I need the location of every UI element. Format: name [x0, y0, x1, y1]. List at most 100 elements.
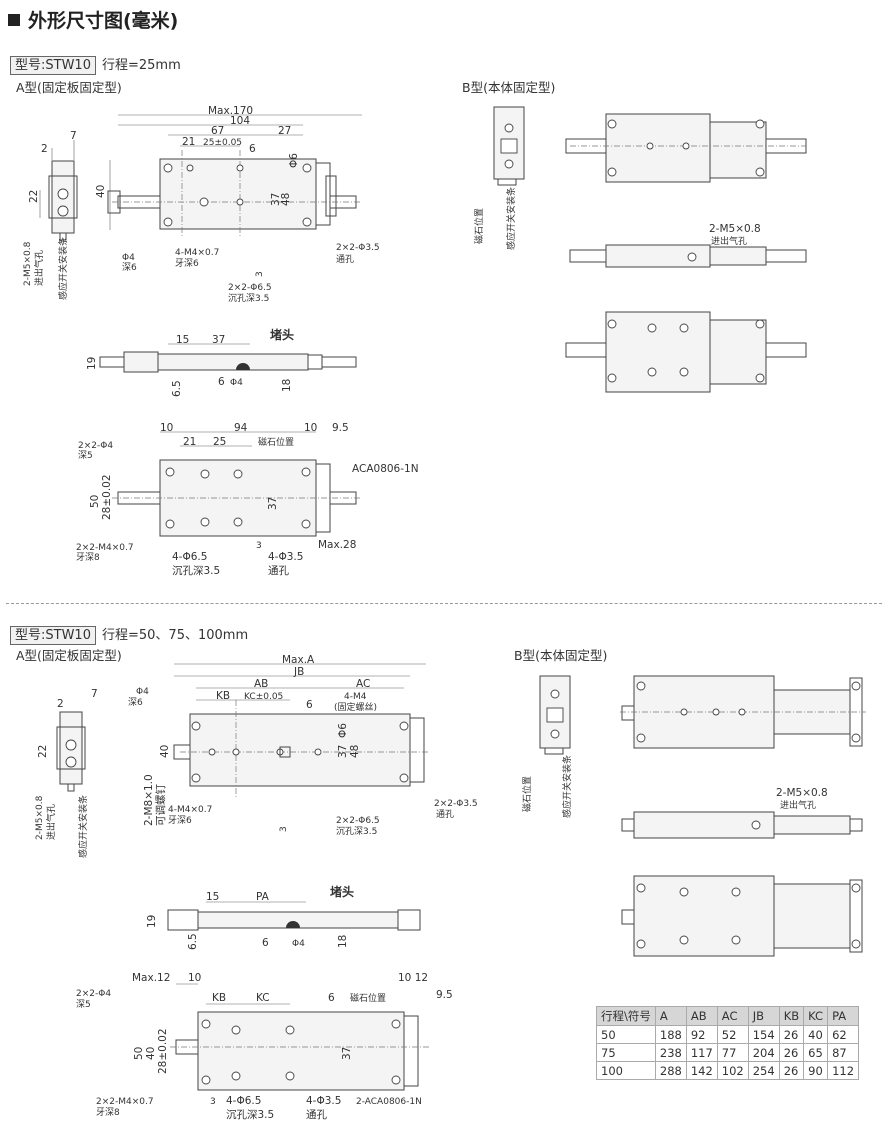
label-phi4: Φ4 — [136, 687, 149, 697]
table-cell: 90 — [803, 1061, 829, 1080]
table-header-cell: KC — [803, 1006, 829, 1026]
dim-22: 22 — [37, 745, 49, 758]
dim-6-5: 6.5 — [171, 380, 183, 397]
dim-pa: PA — [256, 891, 270, 903]
label-sphi4: Φ4 — [292, 939, 305, 949]
label-phi65: 2×2-Φ6.5 — [228, 283, 272, 293]
label-b4phi65: 4-Φ6.5 — [226, 1095, 261, 1107]
label-through: 通孔 — [436, 809, 454, 820]
label-baca: 2-ACA0806-1N — [356, 1097, 422, 1107]
dim-b10b: 10 — [304, 422, 317, 434]
dim-b37: 37 — [267, 497, 279, 510]
label-m5: 2-M5×0.8 — [23, 241, 33, 286]
table-cell: 112 — [827, 1061, 860, 1080]
s1-a-end-view — [39, 140, 78, 241]
table-cell: 154 — [747, 1025, 780, 1044]
s2-a-side-view — [167, 901, 421, 931]
dim-phi6: Φ6 — [288, 153, 300, 168]
dim-25: 25±0.05 — [203, 138, 242, 148]
label-bdeep5: 深5 — [76, 999, 91, 1010]
dim-jb: JB — [293, 666, 304, 678]
table-cell: 238 — [654, 1043, 687, 1062]
dim-max170: Max.170 — [208, 105, 253, 117]
label-bmag: 磁石位置 — [258, 436, 294, 448]
label-inlet-b: 进出气孔 — [711, 235, 747, 247]
label-bm4: 2×2-M4×0.7 — [96, 1097, 154, 1107]
model-label: 型号:STW10 — [10, 56, 96, 75]
dim-3: 3 — [255, 271, 265, 277]
label-bmag: 磁石位置 — [350, 992, 386, 1004]
label-bm4: 2×2-M4×0.7 — [76, 543, 134, 553]
s2-b-end-view — [539, 675, 571, 755]
label-deep6: 深6 — [122, 262, 137, 273]
s1-a-side-view — [99, 343, 357, 373]
dim-6: 6 — [249, 143, 256, 155]
table-cell: 87 — [827, 1043, 860, 1062]
label-b4phi65: 4-Φ6.5 — [172, 551, 207, 563]
table-cell: 92 — [685, 1025, 718, 1044]
label-phi65: 2×2-Φ6.5 — [336, 816, 380, 826]
dim-48: 48 — [280, 193, 292, 206]
table-cell: 26 — [778, 1043, 805, 1062]
label-btooth8: 牙深8 — [76, 552, 100, 563]
label-deep6: 深6 — [128, 697, 143, 708]
label-tooth6: 牙深6 — [175, 258, 199, 269]
table-cell: 52 — [716, 1025, 749, 1044]
s2-b-bottom-view — [621, 875, 863, 957]
dim-b25: 25 — [213, 436, 226, 448]
dim-b3: 3 — [210, 1097, 216, 1107]
label-btooth8: 牙深8 — [96, 1107, 120, 1118]
s1-b-end-view — [493, 106, 525, 186]
table-row: 75 238 117 77 204 26 65 87 — [596, 1043, 860, 1062]
dim-s19: 19 — [146, 915, 158, 928]
label-m5-b: 2-M5×0.8 — [776, 787, 828, 799]
s1-b-top-view — [565, 113, 807, 183]
dim-b28: 28±0.02 — [101, 474, 113, 520]
dim-side37: 37 — [212, 334, 225, 346]
dim-kb: KB — [216, 690, 230, 702]
label-sensor-b: 感应开关安装条 — [561, 755, 573, 818]
type-b-title: B型(本体固定型) — [514, 648, 608, 663]
label-phi35: 2×2-Φ3.5 — [434, 799, 478, 809]
table-cell: 26 — [778, 1025, 805, 1044]
dim-27: 27 — [278, 125, 291, 137]
label-phi4-b: Φ4 — [230, 378, 243, 388]
dim-phi6: Φ6 — [337, 723, 349, 738]
dim-bkb: KB — [212, 992, 226, 1004]
dim-ac: AC — [356, 678, 370, 690]
dim-side6: 6 — [218, 376, 225, 388]
dim-40: 40 — [159, 745, 171, 758]
table-cell: 65 — [803, 1043, 829, 1062]
table-cell: 204 — [747, 1043, 780, 1062]
table-row: 100 288 142 102 254 26 90 112 — [596, 1061, 860, 1080]
label-m4-7: 4-M4×0.7 — [168, 805, 212, 815]
s2-b-side-view — [621, 811, 863, 839]
table-cell: 77 — [716, 1043, 749, 1062]
label-bphi35: 4-Φ3.5 — [306, 1095, 341, 1107]
type-a-title: A型(固定板固定型) — [16, 648, 122, 663]
dim-b50: 50 — [133, 1047, 145, 1060]
dim-ab: AB — [254, 678, 268, 690]
label-sensor: 感应开关安装条 — [77, 795, 89, 858]
table-header-cell: JB — [747, 1006, 780, 1026]
dim-37: 37 — [337, 745, 349, 758]
label-m4: 4-M4×0.7 — [175, 248, 219, 258]
dim-b3: 3 — [256, 541, 262, 551]
stroke-label: 行程=25mm — [101, 58, 181, 73]
label-bphi4: 2×2-Φ4 — [78, 441, 113, 451]
label-through: 通孔 — [336, 254, 354, 265]
dim-37: 37 — [270, 193, 282, 206]
label-m5-b: 2-M5×0.8 — [709, 223, 761, 235]
dim-7: 7 — [91, 688, 98, 700]
dim-b21: 21 — [183, 436, 196, 448]
dim-b10: 10 — [160, 422, 173, 434]
label-plug: 堵头 — [270, 327, 294, 342]
dim-22: 22 — [28, 190, 40, 203]
table-row: 50 188 92 52 154 26 40 62 — [596, 1025, 860, 1044]
dim-b40: 40 — [145, 1047, 157, 1060]
dim-40: 40 — [95, 185, 107, 198]
dim-max12: Max.12 — [132, 972, 170, 984]
dim-b10-12: 10 12 — [398, 972, 428, 984]
table-cell: 117 — [685, 1043, 718, 1062]
